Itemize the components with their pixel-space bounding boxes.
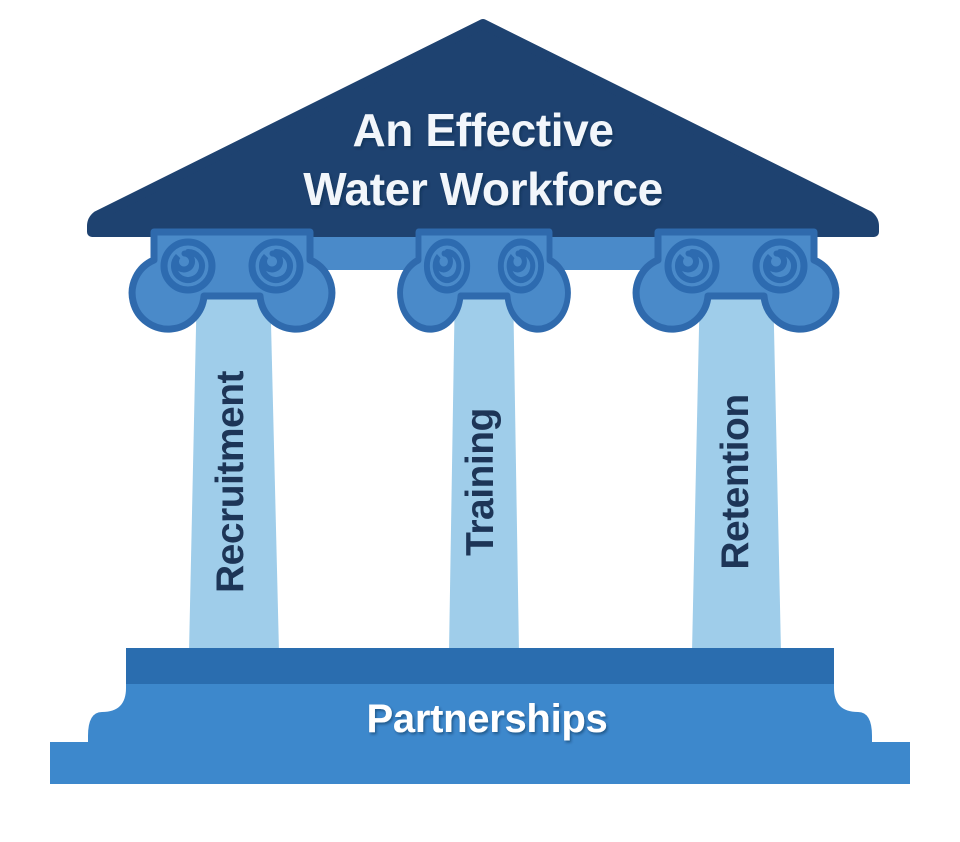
pillar-shaft-training [449, 282, 519, 652]
pillar-shaft-recruitment [189, 282, 279, 652]
foundation-plinth [50, 684, 910, 784]
pillar-shaft-retention [692, 282, 781, 652]
pillar-label-retention: Retention [714, 394, 757, 569]
foundation-top-step [126, 648, 834, 684]
pillar-labels: Recruitment Training Retention [209, 370, 757, 593]
pillar-label-training: Training [459, 408, 502, 556]
foundation-label: Partnerships [367, 697, 608, 741]
foundation-label-text: Partnerships [367, 697, 608, 741]
pediment-title-line-2: Water Workforce [303, 163, 663, 215]
pediment-title-line-1: An Effective [352, 104, 613, 156]
pediment-title: An Effective Water Workforce [303, 104, 663, 215]
pillar-label-recruitment: Recruitment [209, 370, 252, 593]
pillar-shafts [189, 282, 781, 652]
